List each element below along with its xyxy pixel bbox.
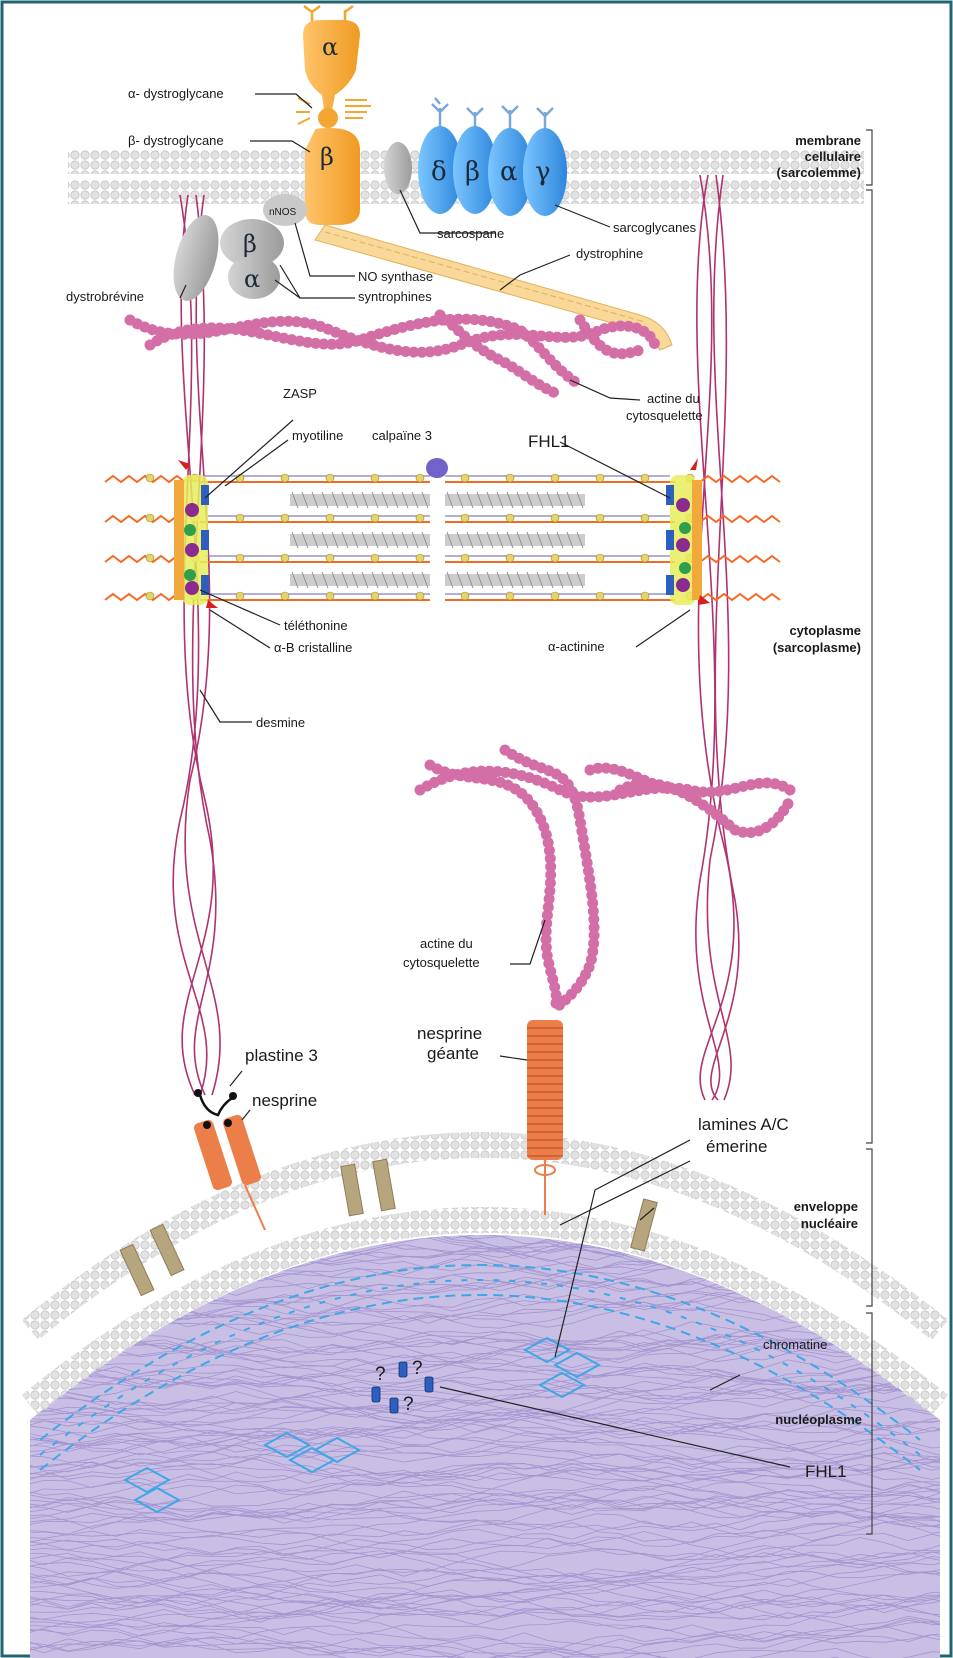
deep-actin-label-line2: cytosquelette [403,955,480,970]
membrane-label-line3: (sarcolemme) [776,165,861,180]
calpain-3-protein [426,458,448,478]
cytoplasm-label-line2: (sarcoplasme) [773,640,861,655]
compartment-brackets [866,130,872,1534]
beta-dystroglycan-label: β- dystroglycane [128,133,224,148]
sarcomere [105,458,780,608]
syntrophins-label: syntrophines [358,289,432,304]
question-mark: ? [403,1394,414,1415]
plastin-3-label: plastine 3 [245,1046,318,1065]
calpain-3-label: calpaïne 3 [372,428,432,443]
cortical-actin-label-line2: cytosquelette [626,408,703,423]
fhl1-bottom-label: FHL1 [805,1462,847,1481]
sarcospan-label: sarcospane [437,226,504,241]
chromatin-mass [20,1106,953,1658]
nucleoplasm-label: nucléoplasme [775,1412,862,1427]
alpha-actinin-label: α-actinine [548,639,605,654]
cortical-actin-label-line1: actine du [647,391,700,406]
question-mark: ? [412,1358,423,1379]
dystroglycan-alpha-symbol: α [322,33,338,61]
cytoplasm-label-line1: cytoplasme [789,623,861,638]
sarcoglycan-alpha-symbol: α [500,157,518,187]
alpha-dystroglycan-label: α- dystroglycane [128,86,224,101]
sarcoglycan-delta-symbol: δ [431,157,447,187]
sarcoglycan-beta-symbol: β [465,157,480,187]
myotilin-label: myotiline [292,428,343,443]
giant-nesprin-label-line2: géante [427,1044,479,1063]
nesprin-label: nesprine [252,1091,317,1110]
chromatin-label: chromatine [763,1337,827,1352]
sarcoglycans-label: sarcoglycanes [613,220,697,235]
zasp-label: ZASP [283,386,317,401]
dystrobrevin-protein [165,210,226,305]
syntrophin-alpha-symbol: α [244,265,260,293]
sarcospan-protein [384,142,412,194]
dystroglycan-beta-symbol: β [320,143,334,171]
syntrophin-beta-symbol: β [243,230,257,258]
giant-nesprin-label-line1: nesprine [417,1024,482,1043]
sarcoglycan-gamma-symbol: γ [535,157,551,187]
ab-crystallin-label: α-B cristalline [274,640,352,655]
nuclear-envelope-label-line2: nucléaire [801,1216,858,1231]
nnos-label: nNOS [269,207,297,218]
deep-actin-network [420,750,790,1010]
lamins-ac-label: lamines A/C [698,1115,789,1134]
giant-nesprin [527,1020,563,1215]
nuclear-envelope-label-line1: enveloppe [794,1199,858,1214]
telethonin-label: téléthonine [284,618,348,633]
question-mark: ? [375,1364,386,1385]
emerin-label: émerine [706,1137,767,1156]
fhl1-top-label: FHL1 [528,432,570,451]
desmin-label: desmine [256,715,305,730]
deep-actin-label-line1: actine du [420,936,473,951]
membrane-label-line1: membrane [795,133,861,148]
dystrophin-label: dystrophine [576,246,643,261]
alpha-dystroglycan [296,6,371,128]
dystrobrevin-label: dystrobrévine [66,289,144,304]
membrane-label-line2: cellulaire [805,149,861,164]
no-synthase-label: NO synthase [358,269,433,284]
